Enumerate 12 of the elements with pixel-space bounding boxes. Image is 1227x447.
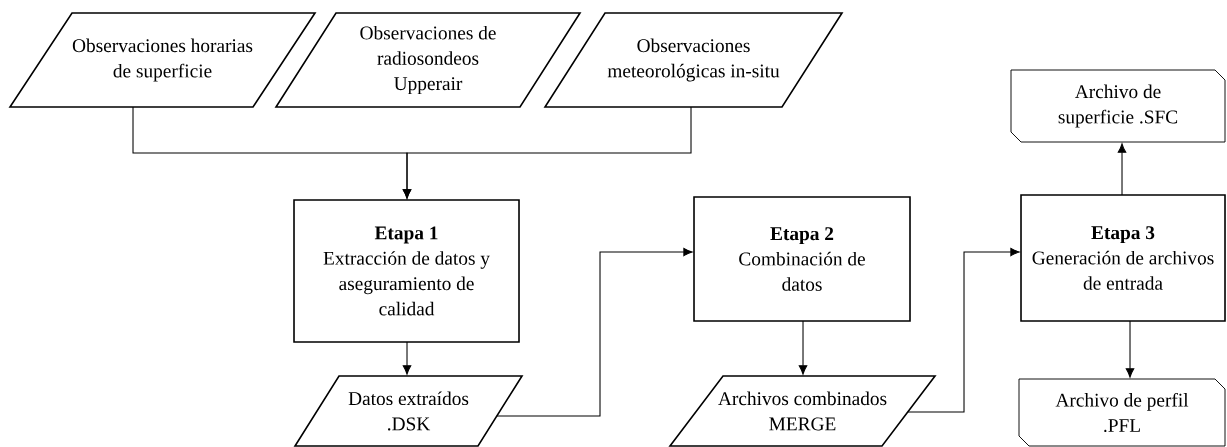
arrow <box>907 247 1020 413</box>
output-document-box: Archivo de superficie .SFC <box>1010 69 1226 143</box>
arrow <box>798 320 808 375</box>
process-box: Etapa 1 Extracción de datos y aseguramiento de calidad <box>293 199 520 343</box>
arrow <box>402 106 692 199</box>
output-document-box: Archivo de perfil .PFL <box>1018 378 1226 447</box>
process-box: Etapa 2 Combinación de datos <box>693 196 911 322</box>
arrow <box>496 247 693 417</box>
arrow <box>1117 143 1127 196</box>
arrow <box>1125 320 1135 378</box>
arrow <box>402 341 412 375</box>
process-box: Etapa 3 Generación de archivos de entrada <box>1020 194 1226 322</box>
